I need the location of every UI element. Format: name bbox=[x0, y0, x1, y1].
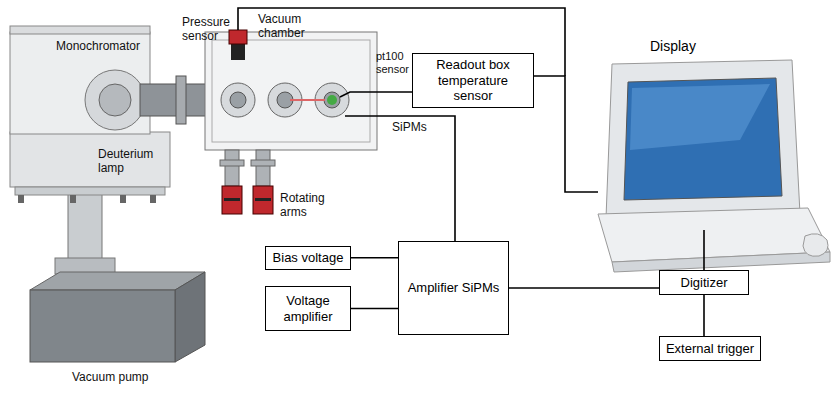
signal-wire bbox=[534, 76, 598, 192]
device-label: Display bbox=[650, 38, 696, 55]
lamp-base bbox=[15, 187, 165, 195]
vacuum-chamber bbox=[205, 32, 377, 150]
part-label: pt100 sensor bbox=[376, 50, 412, 75]
mouse bbox=[803, 234, 828, 257]
voltage-amplifier-box: Voltage amplifier bbox=[265, 286, 351, 331]
monitor bbox=[606, 60, 800, 218]
box-label: Bias voltage bbox=[273, 250, 344, 266]
connecting-pipe bbox=[140, 84, 208, 116]
trigger-box: External trigger bbox=[659, 336, 761, 361]
pressure-sensor bbox=[229, 30, 247, 44]
node-text-group: Bias voltage bbox=[273, 250, 344, 266]
node-text-group: Readout box temperature sensor bbox=[418, 57, 528, 104]
signal-wire bbox=[351, 308, 398, 309]
monochromator-port bbox=[85, 70, 145, 130]
part-label: Deuterium lamp bbox=[98, 148, 178, 176]
signal-wire bbox=[509, 288, 659, 289]
wire-line bbox=[351, 257, 398, 259]
display-computer: Display bbox=[598, 38, 830, 230]
wire-line bbox=[509, 287, 659, 289]
rotating-arm-motor bbox=[222, 186, 242, 214]
node-text-group: External trigger bbox=[666, 341, 754, 357]
amplifier-box: Amplifier SiPMs bbox=[398, 241, 509, 335]
wire bbox=[238, 8, 565, 241]
part-label: Monochromator bbox=[56, 40, 156, 54]
signal-wire bbox=[704, 295, 705, 336]
node-text-group: Digitizer bbox=[681, 275, 728, 291]
wire-line bbox=[703, 230, 705, 270]
monitor-screen bbox=[624, 78, 782, 200]
pump-side bbox=[175, 272, 205, 362]
part-label: Rotating arms bbox=[280, 192, 340, 220]
node-text-group: Display bbox=[650, 38, 696, 55]
wire-line bbox=[351, 308, 398, 310]
node-text-group: Voltage amplifier bbox=[271, 293, 345, 324]
box-label: Voltage amplifier bbox=[271, 293, 345, 324]
pump-body bbox=[30, 290, 175, 362]
box-label: Amplifier SiPMs bbox=[408, 280, 500, 296]
wire-line bbox=[703, 295, 705, 336]
part-label: SiPMs bbox=[392, 121, 442, 135]
box-label: External trigger bbox=[666, 341, 754, 357]
part-label: Vacuum pump bbox=[72, 371, 182, 385]
digitizer-box: Digitizer bbox=[659, 270, 749, 295]
box-label: Readout box temperature sensor bbox=[418, 57, 528, 104]
box-label: Digitizer bbox=[681, 275, 728, 291]
node-text-group: Amplifier SiPMs bbox=[408, 280, 500, 296]
part-label: Pressure sensor bbox=[182, 16, 228, 44]
bias-voltage-box: Bias voltage bbox=[265, 246, 351, 270]
signal-wire bbox=[351, 257, 398, 258]
readout-box: Readout box temperature sensor bbox=[412, 53, 534, 108]
wire-line bbox=[534, 76, 598, 192]
part-label: Vacuum chamber bbox=[258, 13, 322, 41]
rotating-arm-motor bbox=[253, 186, 273, 214]
signal-wire bbox=[704, 230, 705, 270]
